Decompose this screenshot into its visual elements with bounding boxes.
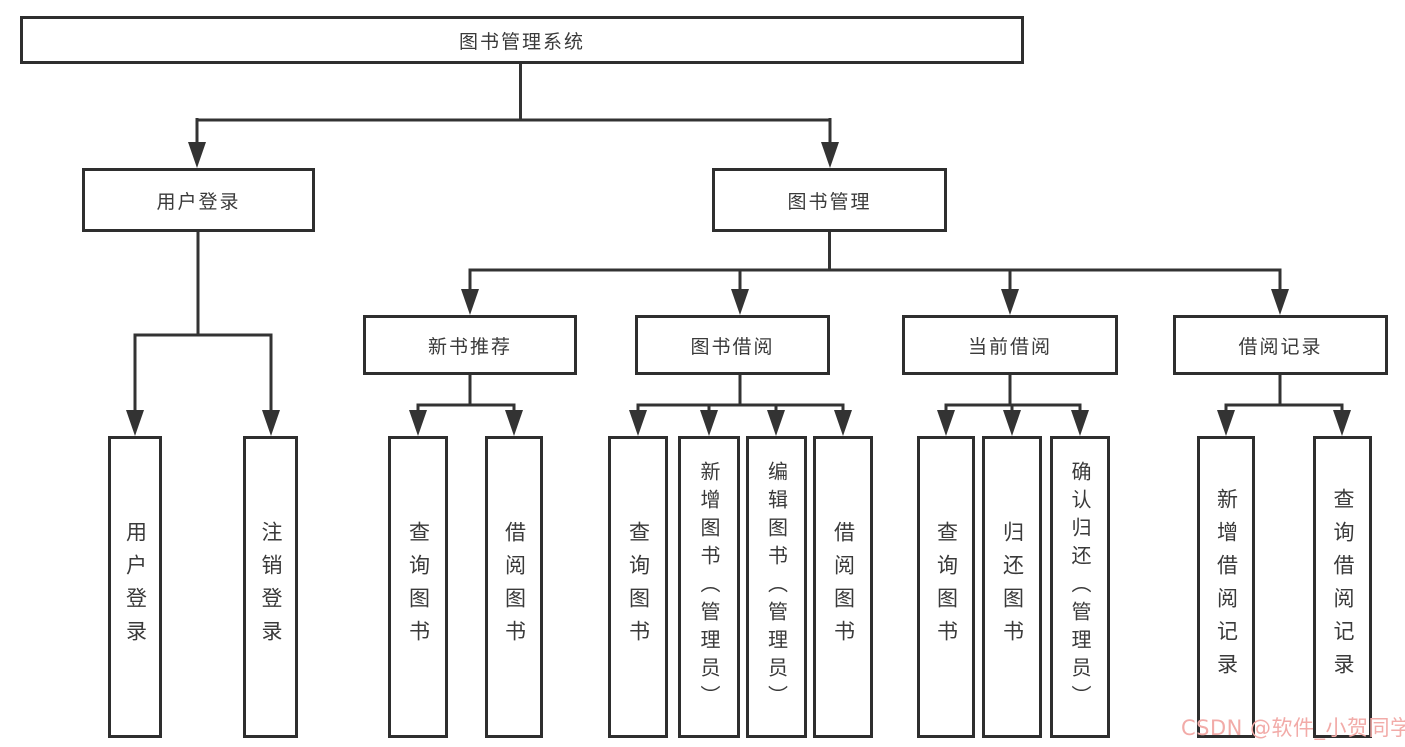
node-label: 新书推荐	[427, 335, 512, 358]
leaf-edit-books-admin: 编辑图书（管理员）	[746, 436, 807, 738]
node-label: 图书管理系统	[458, 30, 585, 53]
node-label: 用户登录	[156, 190, 241, 213]
csdn-watermark: CSDN @软件_小贺同学	[1181, 716, 1405, 740]
leaf-label: 新增图书（管理员）	[697, 461, 721, 713]
leaf-label: 编辑图书（管理员）	[764, 461, 789, 713]
leaf-label: 查询图书	[934, 521, 959, 653]
leaf-add-books-admin: 新增图书（管理员）	[678, 436, 740, 738]
leaf-label: 查询图书	[406, 521, 431, 653]
node-label: 借阅记录	[1238, 335, 1323, 358]
node-book-borrowing: 图书借阅	[635, 315, 830, 375]
leaf-label: 归还图书	[1000, 521, 1025, 653]
node-new-book-recommendation: 新书推荐	[363, 315, 577, 375]
node-label: 当前借阅	[967, 335, 1052, 358]
arrowheads	[126, 142, 1351, 436]
leaf-query-books-current: 查询图书	[917, 436, 975, 738]
node-borrowing-records: 借阅记录	[1173, 315, 1388, 375]
leaf-label: 新增借阅记录	[1214, 488, 1239, 686]
node-label: 图书借阅	[690, 335, 775, 358]
leaf-label: 用户登录	[123, 521, 148, 653]
leaf-borrow-books-recommend: 借阅图书	[485, 436, 543, 738]
leaf-label: 确认归还（管理员）	[1068, 461, 1092, 713]
leaf-label: 查询借阅记录	[1331, 488, 1355, 686]
leaf-add-borrow-record: 新增借阅记录	[1197, 436, 1255, 738]
leaf-logout: 注销登录	[243, 436, 298, 738]
leaf-query-borrow-record: 查询借阅记录	[1313, 436, 1372, 738]
node-current-borrowing: 当前借阅	[902, 315, 1118, 375]
leaf-user-login: 用户登录	[108, 436, 162, 738]
node-user-login: 用户登录	[82, 168, 315, 232]
leaf-confirm-return-admin: 确认归还（管理员）	[1050, 436, 1110, 738]
leaf-label: 查询图书	[626, 521, 651, 653]
node-label: 图书管理	[787, 190, 872, 213]
node-library-management-system: 图书管理系统	[20, 16, 1024, 64]
leaf-label: 注销登录	[259, 521, 283, 653]
leaf-label: 借阅图书	[502, 521, 527, 653]
leaf-query-books-borrow: 查询图书	[608, 436, 668, 738]
leaf-borrow-books: 借阅图书	[813, 436, 873, 738]
node-book-management: 图书管理	[712, 168, 947, 232]
leaf-query-books-recommend: 查询图书	[388, 436, 448, 738]
leaf-return-books: 归还图书	[982, 436, 1042, 738]
leaf-label: 借阅图书	[831, 521, 856, 653]
